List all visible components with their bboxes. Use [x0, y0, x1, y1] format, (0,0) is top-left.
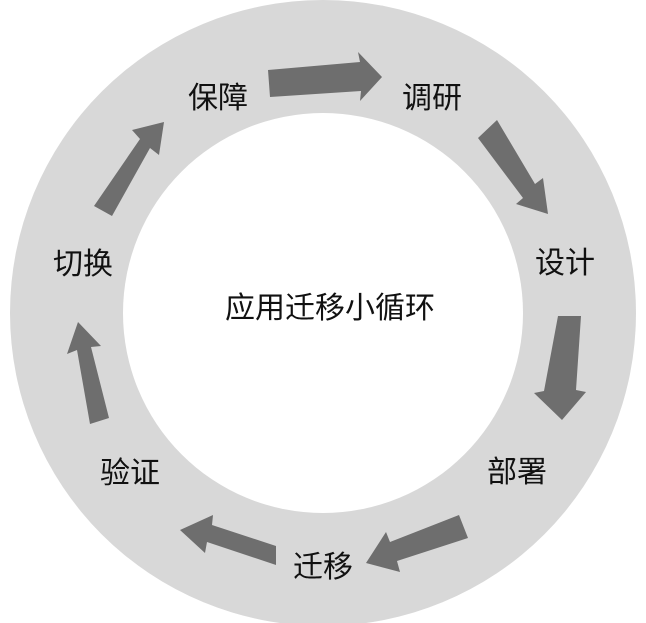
step-label-bushu: 部署	[487, 455, 547, 490]
cycle-arrows	[67, 52, 586, 572]
step-label-diaoyan: 调研	[402, 81, 462, 116]
arrow-qianyi-to-yanzheng	[180, 515, 276, 565]
arrow-qiehuan-to-baozhang	[94, 122, 164, 216]
arrow-yanzheng-to-qiehuan	[67, 322, 109, 424]
arrow-bushu-to-qianyi	[366, 515, 468, 572]
step-label-sheji: 设计	[535, 246, 595, 281]
arrow-baozhang-to-diaoyan	[268, 52, 382, 101]
arrow-sheji-to-bushu	[534, 316, 586, 420]
arrow-diaoyan-to-sheji	[478, 120, 548, 214]
inner-circle	[123, 113, 523, 513]
step-label-qianyi: 迁移	[293, 550, 353, 585]
step-label-qiehuan: 切换	[53, 247, 113, 282]
step-label-baozhang: 保障	[188, 81, 248, 116]
step-label-yanzheng: 验证	[100, 456, 160, 491]
center-title: 应用迁移小循环	[225, 291, 435, 326]
